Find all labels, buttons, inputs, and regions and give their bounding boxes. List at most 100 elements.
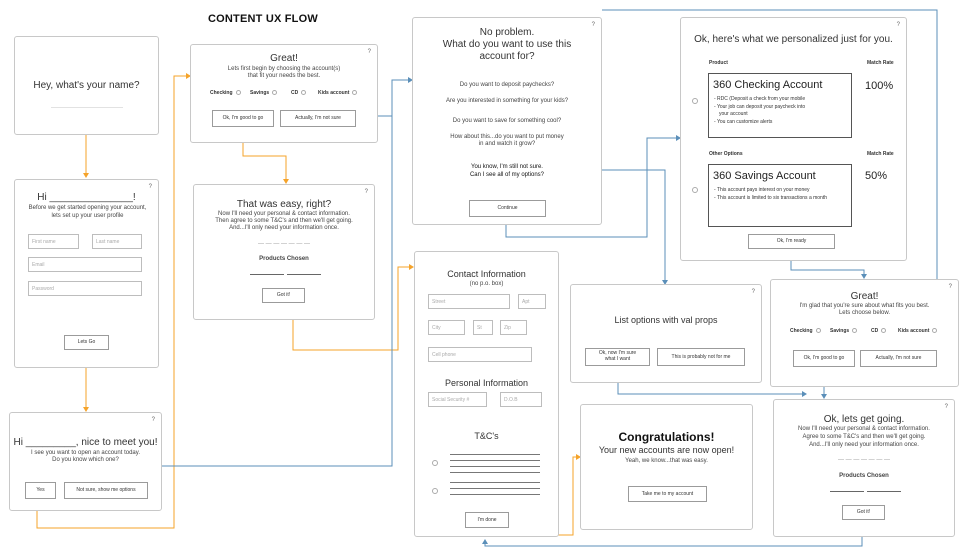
not-sure-line1[interactable]: You know, I'm still not sure. [471, 164, 543, 170]
going-dashes: — — — — — — — [837, 457, 890, 463]
problem-title-line3: account for? [479, 51, 535, 62]
question-grow-line2[interactable]: in and watch it grow? [478, 141, 536, 147]
option-checking[interactable]: Checking [790, 328, 821, 334]
savings-option-box[interactable]: 360 Savings Account - This account pays … [708, 164, 852, 227]
yes-button[interactable]: Yes [25, 482, 56, 499]
show-options-button[interactable]: Not sure, show me options [64, 482, 148, 499]
got-it-button[interactable]: Got it! [262, 288, 305, 303]
help-icon[interactable]: ? [944, 404, 948, 410]
good-to-go-button[interactable]: Ok, I'm good to go [212, 110, 274, 127]
not-sure-button[interactable]: Actually, I'm not sure [280, 110, 356, 127]
option-cd[interactable]: CD [871, 328, 887, 334]
not-sure-line2[interactable]: Can I see all of my options? [469, 172, 545, 178]
match-header-2: Match Rate [867, 151, 894, 157]
glad-title: Great! [850, 291, 879, 302]
tc-text-line [450, 454, 540, 455]
checking-radio[interactable] [692, 98, 698, 104]
product-line [250, 274, 284, 275]
help-icon[interactable]: ? [896, 22, 900, 28]
help-icon[interactable]: ? [367, 49, 371, 55]
name-input-line[interactable] [51, 107, 123, 108]
going-title: Ok, lets get going. [823, 414, 905, 425]
diagram-title: CONTENT UX FLOW [208, 13, 318, 25]
lets-go-button[interactable]: Lets Go [64, 335, 109, 350]
problem-card: ? No problem. What do you want to use th… [412, 17, 602, 225]
help-icon[interactable]: ? [364, 189, 368, 195]
street-field[interactable]: Street [428, 294, 510, 309]
help-icon[interactable]: ? [591, 22, 595, 28]
take-me-button[interactable]: Take me to my account [628, 486, 707, 502]
problem-title-line2: What do you want to use this [442, 39, 572, 50]
zip-field[interactable]: Zip [500, 320, 527, 335]
glad-card: ? Great! I'm glad that you're sure about… [770, 279, 959, 387]
last-name-field[interactable]: Last name [92, 234, 142, 249]
got-it-button[interactable]: Got it! [842, 505, 885, 520]
not-for-me-button[interactable]: This is probably not for me [657, 348, 745, 366]
tc-radio-2[interactable] [432, 488, 438, 494]
savings-benefit: - This account is limited to six transac… [714, 195, 828, 201]
option-savings[interactable]: Savings [250, 90, 278, 96]
state-field[interactable]: St [473, 320, 493, 335]
tc-text-line [450, 460, 540, 461]
list-title: List options with val props [614, 315, 718, 325]
meet-line2: Do you know which one? [52, 457, 119, 463]
city-field[interactable]: City [428, 320, 465, 335]
help-icon[interactable]: ? [148, 184, 152, 190]
going-card: ? Ok, lets get going. Now I'll need your… [773, 399, 955, 537]
ssn-field[interactable]: Social Security # [428, 392, 487, 407]
help-icon[interactable]: ? [751, 289, 755, 295]
question-kids[interactable]: Are you interested in something for your… [445, 98, 569, 104]
easy-title: That was easy, right? [236, 199, 332, 210]
checking-match-rate: 100% [865, 80, 894, 92]
product-header: Product [709, 60, 728, 66]
congrats-line2: Yeah, we know...that was easy. [625, 458, 708, 464]
not-sure-button[interactable]: Actually, I'm not sure [860, 350, 937, 367]
tc-text-line [450, 466, 540, 467]
option-checking[interactable]: Checking [210, 90, 241, 96]
savings-match-rate: 50% [865, 170, 888, 182]
question-paychecks[interactable]: Do you want to deposit paychecks? [459, 82, 555, 88]
tc-text-line [450, 494, 540, 495]
option-cd[interactable]: CD [291, 90, 307, 96]
savings-radio[interactable] [692, 187, 698, 193]
question-save[interactable]: Do you want to save for something cool? [452, 118, 562, 124]
match-header: Match Rate [867, 60, 894, 66]
product-line [830, 491, 864, 492]
question-grow-line1[interactable]: How about this...do you want to put mone… [450, 134, 564, 140]
password-field[interactable]: Password [28, 281, 142, 296]
savings-benefit: - This account pays interest on your mon… [714, 187, 810, 193]
checking-option-box[interactable]: 360 Checking Account - RDC (Deposit a ch… [708, 73, 852, 138]
meet-card: ? Hi _________, nice to meet you! I see … [9, 412, 162, 511]
glad-line2: Lets choose below. [838, 310, 891, 316]
easy-line2: Then agree to some T&C's and then we'll … [215, 218, 353, 224]
meet-line1: I see you want to open an account today. [31, 450, 140, 456]
tc-title: T&C's [474, 431, 499, 441]
contact-subtitle: (no p.o. box) [469, 281, 504, 287]
continue-button[interactable]: Continue [469, 200, 546, 217]
cell-phone-field[interactable]: Cell phone [428, 347, 532, 362]
option-savings[interactable]: Savings [830, 328, 858, 334]
connector-contact-to-congrats [556, 456, 580, 536]
great-card: ? Great! Lets first begin by choosing th… [190, 44, 378, 143]
easy-card: ? That was easy, right? Now I'll need yo… [193, 184, 375, 320]
im-done-button[interactable]: I'm done [465, 512, 509, 528]
help-icon[interactable]: ? [948, 284, 952, 290]
tc-text-line [450, 488, 540, 489]
option-kids[interactable]: Kids account [318, 90, 358, 96]
name-question: Hey, what's your name? [33, 80, 140, 91]
good-to-go-button[interactable]: Ok, I'm good to go [793, 350, 855, 367]
option-kids[interactable]: Kids account [898, 328, 938, 334]
help-icon[interactable]: ? [151, 417, 155, 423]
first-name-field[interactable]: First name [28, 234, 79, 249]
product-line [867, 491, 901, 492]
ok-ready-button[interactable]: Ok, I'm ready [748, 234, 835, 249]
glad-line1: I'm glad that you're sure about what fit… [799, 303, 930, 309]
dob-field[interactable]: D.O.B [500, 392, 542, 407]
great-line1: Lets first begin by choosing the account… [227, 66, 341, 72]
checking-benefit: - Your job can deposit your paycheck int… [714, 104, 806, 110]
apt-field[interactable]: Apt [518, 294, 546, 309]
tc-radio-1[interactable] [432, 460, 438, 466]
product-line [287, 274, 321, 275]
email-field[interactable]: Email [28, 257, 142, 272]
